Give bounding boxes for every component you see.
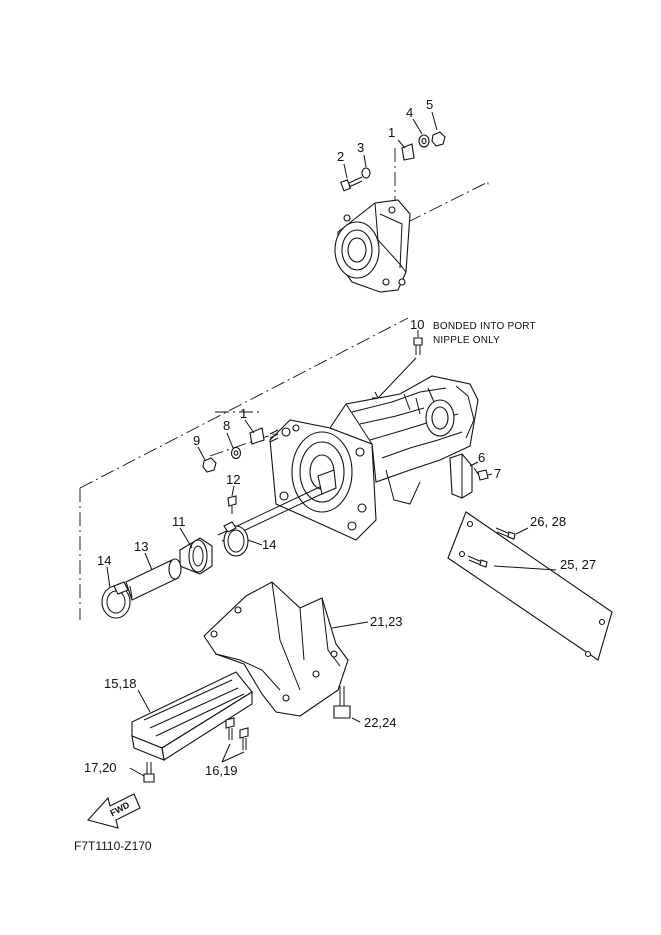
- leader-15-18: [137, 689, 151, 713]
- callout-7: 7: [494, 466, 501, 481]
- callout-15-18: 15,18: [104, 676, 137, 691]
- callout-22-24: 22,24: [364, 715, 397, 730]
- bolt-2: [340, 176, 363, 192]
- callout-16-19: 16,19: [205, 763, 238, 778]
- intake-grate: [131, 671, 253, 761]
- screw-12: [227, 495, 237, 507]
- intake-grate-cover: [203, 581, 349, 717]
- callout-25-27: 25, 27: [560, 557, 596, 572]
- leader-14-right: [247, 539, 263, 546]
- callout-17-20: 17,20: [84, 760, 117, 775]
- callout-11: 11: [172, 514, 186, 529]
- callout-10: 10: [410, 317, 424, 332]
- callout-13: 13: [134, 539, 148, 554]
- screw-16-19: [225, 717, 249, 750]
- leader-bonded: [377, 357, 417, 399]
- leader-12: [231, 485, 235, 497]
- callout-4: 4: [406, 105, 413, 120]
- callout-6: 6: [478, 450, 485, 465]
- nut-9: [202, 457, 217, 473]
- callout-3: 3: [357, 140, 364, 155]
- bolt-22-24: [333, 686, 351, 719]
- callout-21-23: 21,23: [370, 614, 403, 629]
- leader-lines-top: [343, 111, 438, 179]
- screw-17-20: [143, 762, 155, 783]
- callout-5: 5: [426, 97, 433, 112]
- arrow-head: [372, 391, 379, 399]
- bearing-housing: [334, 199, 411, 293]
- leader-22-24: [351, 717, 361, 723]
- callout-8: 8: [223, 418, 230, 433]
- leader-16-19: [221, 743, 245, 763]
- leader-11: [179, 527, 193, 549]
- fwd-arrow-icon: FWD: [86, 793, 141, 829]
- leader-14-left: [106, 566, 111, 589]
- callout-14-left: 14: [97, 553, 111, 568]
- alignment-line-top: [407, 181, 489, 223]
- bonded-note-line1: BONDED INTO PORT: [433, 321, 536, 332]
- stud: [269, 429, 279, 443]
- side-plate: [447, 511, 613, 661]
- callout-2: 2: [337, 149, 344, 164]
- screw-7: [473, 467, 489, 481]
- leader-25-27: [493, 565, 557, 571]
- leader-26-28: [515, 527, 529, 535]
- washer-3: [361, 167, 371, 179]
- leader-6-7: [469, 461, 493, 476]
- hose-clamp-14-left: [101, 581, 131, 619]
- callout-26-28: 26, 28: [530, 514, 566, 529]
- seal-11: [179, 537, 213, 575]
- callout-14-right: 14: [262, 537, 276, 552]
- callout-9: 9: [193, 433, 200, 448]
- bonded-note-line2: NIPPLE ONLY: [433, 335, 500, 346]
- leader-21-23: [331, 621, 369, 629]
- leader-17-20: [129, 767, 145, 777]
- hose-clamp-14-right: [223, 521, 249, 557]
- diagram-code: F7T1110-Z170: [74, 839, 152, 853]
- nut-5: [431, 131, 446, 147]
- hose-13: [125, 558, 182, 601]
- callout-1-top: 1: [388, 125, 395, 140]
- damper-6: [449, 453, 473, 499]
- leader-lines-mid: [197, 419, 255, 461]
- callout-12: 12: [226, 472, 240, 487]
- callout-1-mid: 1: [240, 406, 247, 421]
- leader-13: [144, 552, 153, 571]
- nipple-10: [413, 337, 423, 355]
- alignment-line-upper: [79, 317, 409, 489]
- screw-26-28: [467, 527, 516, 568]
- pump-housing: [269, 375, 479, 541]
